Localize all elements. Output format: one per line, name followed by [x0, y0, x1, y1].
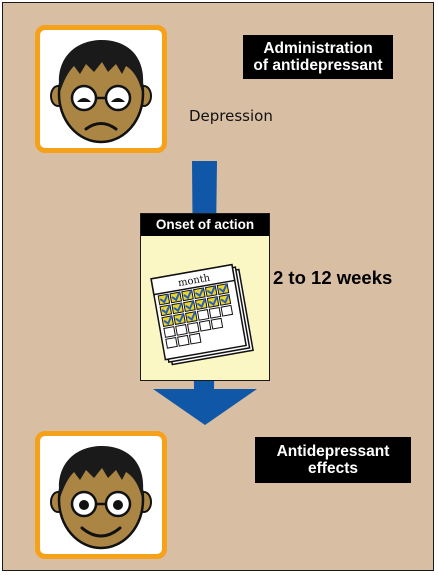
calendar-icon: month: [150, 263, 254, 366]
smiling-face-icon: [50, 446, 152, 550]
recovered-face-frame: [35, 431, 167, 559]
administration-label-line2: of antidepressant: [253, 57, 383, 74]
effects-label-line1: Antidepressant: [276, 443, 390, 460]
depression-text: Depression: [189, 107, 273, 125]
onset-duration: 2 to 12 weeks: [273, 267, 393, 288]
depressed-face-frame: [35, 25, 167, 153]
onset-card: Onset of action: [140, 213, 270, 381]
administration-label-line1: Administration: [263, 40, 373, 57]
administration-label: Administration of antidepressant: [243, 35, 393, 79]
effects-label: Antidepressant effects: [255, 437, 411, 483]
effects-label-line2: effects: [308, 460, 358, 477]
diagram-panel: Administration of antidepressant Depress…: [2, 2, 434, 571]
sad-face-icon: [50, 40, 152, 144]
onset-header: Onset of action: [141, 214, 269, 236]
